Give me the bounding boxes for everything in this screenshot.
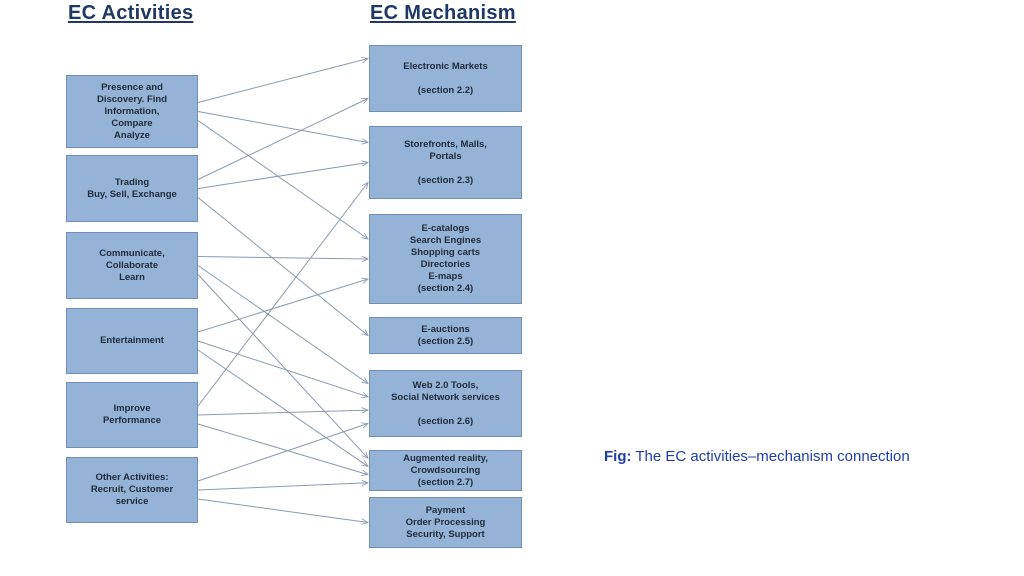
- activity-other: Other Activities: Recruit, Customer serv…: [66, 457, 198, 523]
- activity-improve-performance: Improve Performance: [66, 382, 198, 448]
- connection-arrow-a3-m6: [197, 274, 368, 459]
- activity-presence-discovery: Presence and Discovery. Find Information…: [66, 75, 198, 148]
- connection-arrow-a6-m5: [197, 424, 368, 482]
- mechanism-eauctions: E-auctions (section 2.5): [369, 317, 522, 354]
- mechanism-payment: Payment Order Processing Security, Suppo…: [369, 497, 522, 548]
- connection-arrow-a1-m2: [197, 111, 368, 143]
- connection-arrow-a5-m2: [197, 183, 368, 407]
- figure-caption: Fig: The EC activities–mechanism connect…: [604, 448, 910, 465]
- activity-entertainment: Entertainment: [66, 308, 198, 374]
- connection-arrow-a2-m1: [197, 98, 368, 180]
- mechanism-web20-tools: Web 2.0 Tools, Social Network services (…: [369, 370, 522, 437]
- mechanism-ecatalogs: E-catalogs Search Engines Shopping carts…: [369, 214, 522, 304]
- figure-caption-text: The EC activities–mechanism connection: [631, 448, 910, 465]
- connection-arrow-a5-m6: [197, 423, 368, 475]
- connection-arrow-a5-m5: [197, 410, 368, 416]
- connection-arrow-a3-m5: [197, 265, 368, 384]
- mechanism-storefronts: Storefronts, Malls, Portals (section 2.3…: [369, 126, 522, 199]
- connection-arrow-a1-m1: [197, 59, 368, 103]
- connection-arrow-a3-m3: [197, 257, 368, 260]
- connection-arrow-a6-m7: [197, 498, 368, 523]
- activity-communicate: Communicate, Collaborate Learn: [66, 232, 198, 299]
- ec-mechanism-header: EC Mechanism: [370, 2, 516, 24]
- mechanism-electronic-markets: Electronic Markets (section 2.2): [369, 45, 522, 112]
- connection-arrow-a2-m4: [197, 197, 368, 336]
- figure-caption-label: Fig:: [604, 448, 632, 465]
- connection-arrow-a6-m6: [197, 483, 368, 491]
- ec-activities-header: EC Activities: [68, 2, 194, 24]
- mechanism-augmented-reality: Augmented reality, Crowdsourcing (sectio…: [369, 450, 522, 491]
- connection-arrow-a2-m2: [197, 163, 368, 189]
- connection-arrow-a4-m3: [197, 279, 368, 333]
- connection-arrow-a4-m5: [197, 340, 368, 397]
- activity-trading: Trading Buy, Sell, Exchange: [66, 155, 198, 222]
